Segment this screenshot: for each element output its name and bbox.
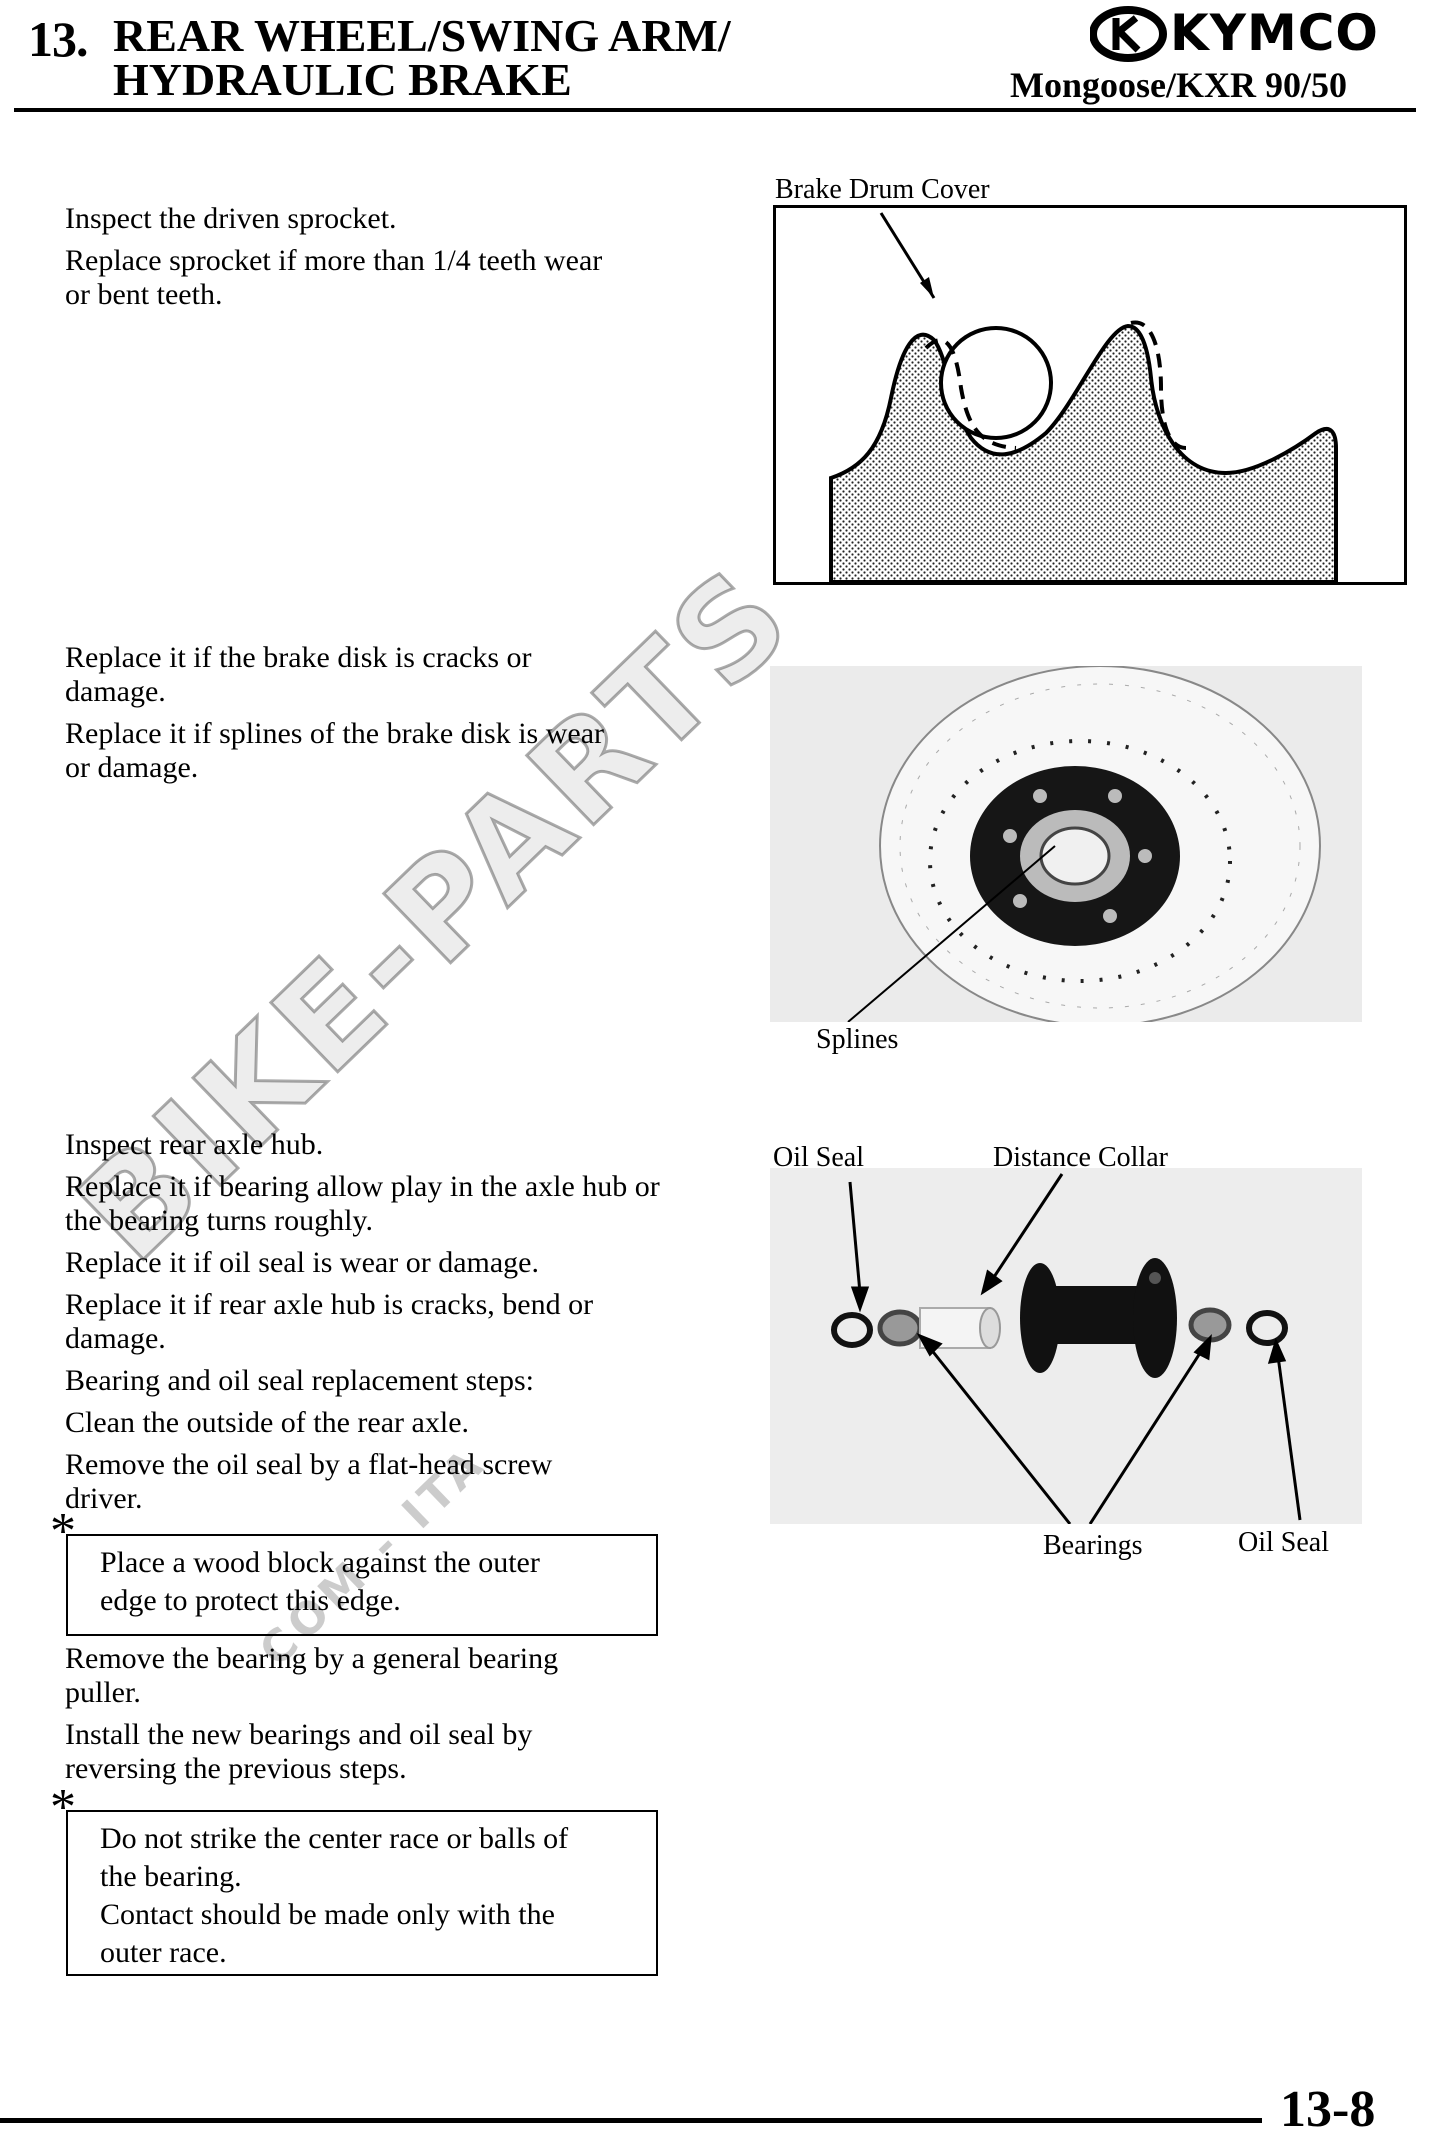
footer-rule	[0, 2118, 1262, 2123]
text-line: Clean the outside of the rear axle.	[65, 1406, 470, 1439]
brand-name: KYMCO	[1170, 4, 1379, 62]
text-line: Bearing and oil seal replacement steps:	[65, 1364, 534, 1397]
text-line: Replace it if splines of the brake disk …	[65, 717, 605, 784]
note-marker: *	[50, 1503, 76, 1560]
text-line: Remove the bearing by a general bearing …	[65, 1642, 559, 1709]
note-marker: *	[50, 1779, 76, 1836]
chapter-number: 13.	[28, 11, 88, 67]
chapter-title-line1: REAR WHEEL/SWING ARM/	[113, 10, 731, 61]
note-box-wood-block: Place a wood block against the outer edg…	[66, 1534, 658, 1636]
note-line: edge to protect this edge.	[100, 1584, 401, 1617]
text-line: Replace it if bearing allow play in the …	[65, 1170, 660, 1237]
note-line: Do not strike the center race or balls o…	[100, 1822, 569, 1855]
text-line: Install the new bearings and oil seal by…	[65, 1718, 533, 1785]
sprocket-text: Inspect the driven sprocket. Replace spr…	[65, 202, 675, 312]
axle-hub-text: Inspect rear axle hub. Replace it if bea…	[65, 1128, 675, 1516]
brake-disk-text: Replace it if the brake disk is cracks o…	[65, 641, 675, 785]
note-box-bearing: Do not strike the center race or balls o…	[66, 1810, 658, 1976]
distance-collar-label: Distance Collar	[993, 1142, 1168, 1173]
brake-drum-cover-label: Brake Drum Cover	[775, 174, 990, 205]
oil-seal-right-label: Oil Seal	[1238, 1527, 1329, 1558]
note-line: outer race.	[100, 1936, 227, 1969]
brake-disk-illustration	[770, 665, 1362, 1027]
kymco-logo	[1090, 6, 1167, 62]
text-line: Replace sprocket if more than 1/4 teeth …	[65, 244, 603, 311]
sprocket-teeth-illustration	[829, 212, 1338, 584]
splines-label: Splines	[816, 1024, 899, 1055]
text-line: Replace it if rear axle hub is cracks, b…	[65, 1288, 594, 1355]
model-name: Mongoose/KXR 90/50	[1010, 65, 1347, 105]
axle-hub-photo	[770, 1168, 1362, 1524]
text-line: Replace it if the brake disk is cracks o…	[65, 641, 532, 708]
text-line: Replace it if oil seal is wear or damage…	[65, 1246, 539, 1279]
text-line: Remove the oil seal by a flat-head screw…	[65, 1448, 553, 1515]
note-line: the bearing.	[100, 1860, 242, 1893]
axle-hub-parts-illustration	[770, 1168, 1362, 1524]
note-line: Contact should be made only with the	[100, 1898, 555, 1931]
header-rule	[14, 108, 1416, 112]
oil-seal-left-label: Oil Seal	[773, 1142, 864, 1173]
text-line: Inspect rear axle hub.	[65, 1128, 324, 1161]
axle-hub-text-2: Remove the bearing by a general bearing …	[65, 1642, 675, 1786]
callout-arrows	[848, 1173, 1302, 1524]
chapter-title-line2: HYDRAULIC BRAKE	[113, 54, 572, 105]
page-number: 13-8	[1280, 2081, 1376, 2138]
brake-disk-photo	[770, 665, 1362, 1027]
sprocket-diagram	[773, 205, 1407, 585]
text-line: Inspect the driven sprocket.	[65, 202, 397, 235]
chapter-title: REAR WHEEL/SWING ARM/ HYDRAULIC BRAKE	[113, 10, 731, 105]
bearings-label: Bearings	[1043, 1530, 1143, 1561]
note-line: Place a wood block against the outer	[100, 1546, 540, 1579]
